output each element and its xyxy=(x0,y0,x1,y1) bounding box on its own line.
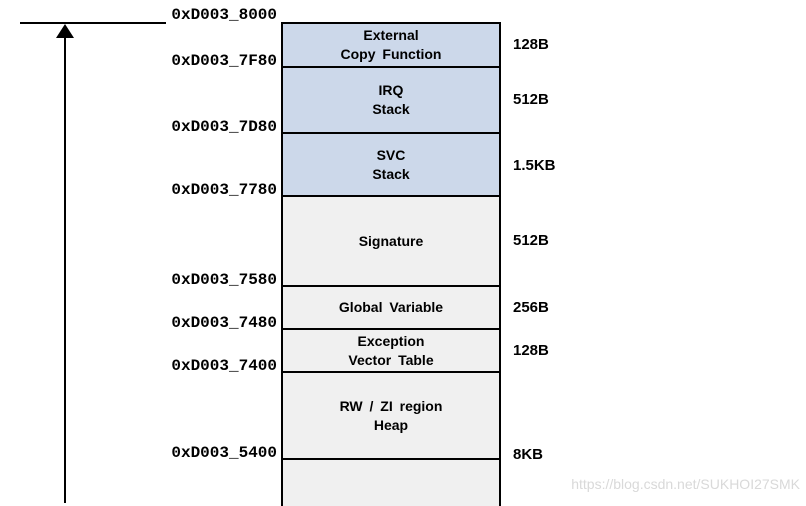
address-label-0xd003-7400: 0xD003_7400 xyxy=(171,357,277,375)
address-label-0xd003-8000: 0xD003_8000 xyxy=(171,6,277,24)
address-label-0xd003-7f80: 0xD003_7F80 xyxy=(171,52,277,70)
memory-block-signature: Signature xyxy=(283,197,499,287)
address-label-0xd003-5400: 0xD003_5400 xyxy=(171,444,277,462)
address-label-0xd003-7780: 0xD003_7780 xyxy=(171,181,277,199)
up-arrow-icon xyxy=(56,24,74,38)
memory-block-rw-zi-heap: RW / ZI region Heap xyxy=(283,373,499,460)
size-label-512b-irq: 512B xyxy=(513,91,549,108)
address-label-0xd003-7480: 0xD003_7480 xyxy=(171,314,277,332)
memory-block-global-variable: Global Variable xyxy=(283,287,499,330)
axis-line xyxy=(64,35,66,503)
memory-block-svc-stack: SVC Stack xyxy=(283,134,499,197)
memory-block-external-copy-function: External Copy Function xyxy=(283,24,499,68)
size-label-256b-global: 256B xyxy=(513,299,549,316)
memory-blocks-column: External Copy Function IRQ Stack SVC Sta… xyxy=(281,22,501,506)
memory-block-bottom-partial xyxy=(283,460,499,506)
address-label-0xd003-7d80: 0xD003_7D80 xyxy=(171,118,277,136)
top-boundary-line xyxy=(20,22,166,24)
size-label-128b-top: 128B xyxy=(513,36,549,53)
watermark: https://blog.csdn.net/SUKHOI27SMK xyxy=(571,476,800,492)
size-label-1-5kb-svc: 1.5KB xyxy=(513,157,556,174)
size-label-128b-exception: 128B xyxy=(513,342,549,359)
size-label-8kb-heap: 8KB xyxy=(513,446,544,463)
address-label-0xd003-7580: 0xD003_7580 xyxy=(171,271,277,289)
memory-block-exception-vector-table: Exception Vector Table xyxy=(283,330,499,373)
size-label-512b-signature: 512B xyxy=(513,232,549,249)
memory-block-irq-stack: IRQ Stack xyxy=(283,68,499,134)
